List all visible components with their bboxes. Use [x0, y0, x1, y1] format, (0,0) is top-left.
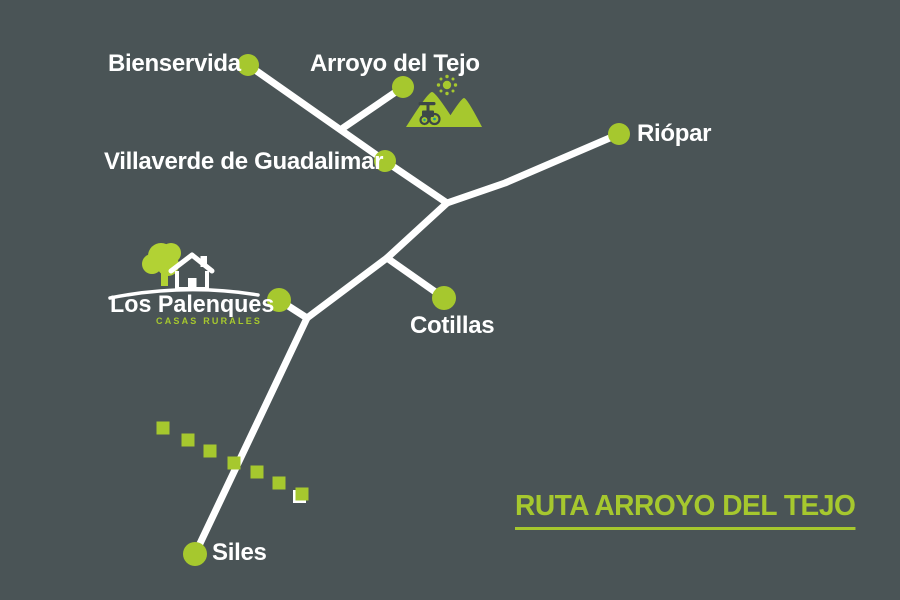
- trail-square-3: [203, 444, 217, 458]
- town-label-riopar: Riópar: [637, 120, 712, 147]
- trail-square-1: [156, 421, 170, 435]
- route-line-bienservida-to-junction: [244, 61, 451, 207]
- town-label-arroyo-del-tejo: Arroyo del Tejo: [310, 50, 480, 77]
- logo-subtitle: CASAS RURALES: [156, 316, 263, 326]
- route-title: RUTA ARROYO DEL TEJO: [515, 490, 856, 530]
- town-label-siles: Siles: [212, 539, 267, 566]
- trail-square-7: [295, 487, 309, 501]
- town-node-arroyo-del-tejo: [392, 76, 414, 98]
- tree-icon: [142, 243, 181, 286]
- town-nodes: [183, 54, 630, 566]
- mountain-icon: [406, 74, 482, 127]
- trail-square-2: [181, 433, 195, 447]
- route-line-arroyo-del-tejo-branch: [339, 83, 407, 132]
- trail-square-4: [227, 456, 241, 470]
- town-label-villaverde-de-guadalimar: Villaverde de Guadalimar: [104, 148, 384, 175]
- town-node-siles: [183, 542, 207, 566]
- trail-square-6: [272, 476, 286, 490]
- town-label-bienservida: Bienservida: [108, 50, 241, 77]
- trail-square-5: [250, 465, 264, 479]
- town-node-riopar: [608, 123, 630, 145]
- right-mountain: [443, 98, 482, 127]
- route-line-junction-to-palenques-junction: [303, 199, 451, 322]
- route-line-palenques-junction-to-siles: [191, 314, 311, 558]
- town-label-cotillas: Cotillas: [410, 312, 495, 339]
- town-node-los-palenques: [267, 288, 291, 312]
- hill-arc: [108, 287, 260, 300]
- left-mountain: [406, 92, 458, 127]
- town-node-villaverde-de-guadalimar: [374, 150, 396, 172]
- trail-squares: [156, 421, 309, 503]
- sun-icon: [436, 74, 458, 96]
- logo-name: Los Palenques: [110, 291, 275, 318]
- town-node-cotillas: [432, 286, 456, 310]
- los-palenques-logo: [108, 243, 260, 300]
- route-line-junction-to-riopar: [443, 130, 623, 207]
- town-node-bienservida: [237, 54, 259, 76]
- tractor-icon: [418, 102, 441, 126]
- route-lines: [191, 61, 623, 558]
